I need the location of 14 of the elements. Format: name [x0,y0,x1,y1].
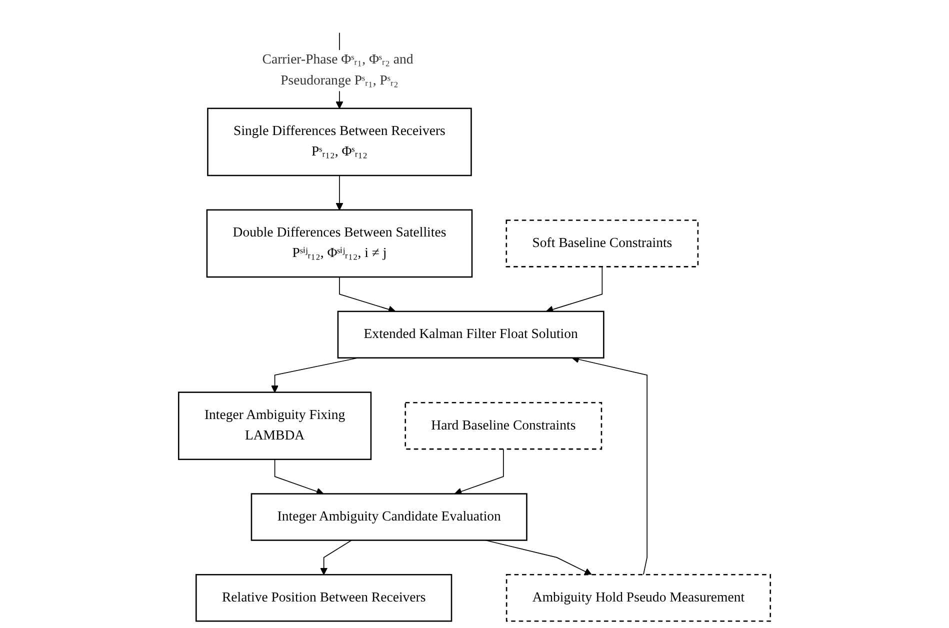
node-box: Double Differences Between Satellites Pˢⁱʲᵣ₁₂, Φˢⁱʲᵣ₁₂, i ≠ j [206,209,473,278]
node-box: Soft Baseline Constraints [506,220,699,268]
node-box: Integer Ambiguity Candidate Evaluation [250,493,528,541]
arrow [454,448,504,496]
node-box: Hard Baseline Constraints [404,402,602,450]
node-box: Integer Ambiguity Fixing LAMBDA [178,392,372,460]
arrow [336,175,344,210]
arrow [274,458,324,496]
edge-label: Carrier-Phase Φˢᵣ₁, Φˢᵣ₂ and Pseudorange Pˢᵣ₁, Pˢᵣ₂ [262,52,414,88]
arrow [320,540,352,575]
node-box: Ambiguity Hold Pseudo Measurement [506,574,771,622]
node-box: Single Differences Between Receivers Pˢᵣ₁₂, Φˢᵣ₁₂ [207,108,472,176]
node-box: Extended Kalman Filter Float Solution [337,310,604,359]
node-box: Relative Position Between Receivers [196,574,452,622]
